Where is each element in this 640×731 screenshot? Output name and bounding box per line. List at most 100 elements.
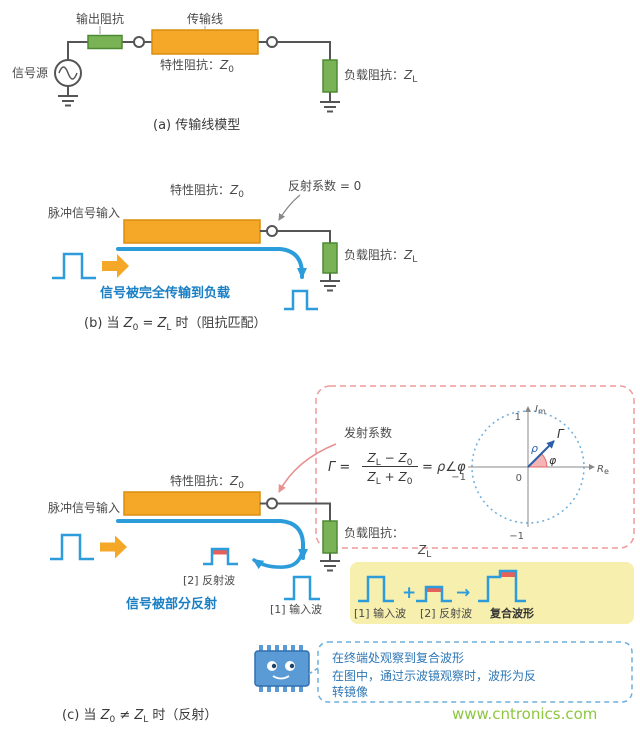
input-wave-pulse-c (284, 575, 320, 601)
char-impedance-label-a: 特性阻抗：Z0 (160, 57, 234, 75)
box-composite-wave (478, 569, 526, 603)
reflection-loop-arrow (252, 541, 305, 570)
chip-pin (259, 645, 263, 653)
load-resistor-c (322, 520, 338, 554)
connector-a-left (133, 36, 145, 48)
chip-pin (299, 645, 303, 653)
load-impedance-label-b: 负载阻抗：ZL (344, 247, 417, 265)
box-reflected-red-cap (426, 587, 442, 592)
transmission-line-c (123, 491, 261, 516)
box-reflected-label: [2] 反射波 (420, 606, 472, 620)
full-transmit-label: 信号被完全传输到负载 (100, 285, 230, 301)
section-b: 特性阻抗：Z0 反射系数 = 0 脉冲信号输入 负载阻抗：ZL 信号被完全传输到… (48, 178, 417, 333)
transmitted-pulse-b (284, 289, 318, 311)
section-a: 输出阻抗 传输线 信号源 特性阻抗：Z0 负载阻抗：ZL (a) 传输线模型 (12, 11, 417, 133)
input-wave-label: [1] 输入波 (270, 602, 322, 616)
load-impedance-label-c: 负载阻抗： (344, 525, 404, 540)
reflected-pulse-c (203, 547, 238, 566)
ground-load-c (320, 560, 340, 572)
box-composite-label: 复合波形 (489, 606, 534, 620)
reflection-coef-pointer-arrow (278, 443, 337, 493)
tick-neg-one-left: −1 (451, 472, 466, 483)
box-input-label: [1] 输入波 (354, 606, 406, 620)
note-bubble-tail (305, 667, 319, 677)
reflection-zero-label: 反射系数 = 0 (288, 178, 361, 193)
load-resistor-b (322, 242, 338, 274)
plus-symbol: + (402, 583, 416, 603)
note-line2: 在图中，通过示波镜观察时，波形为反 (332, 668, 536, 683)
formula-numerator: ZL − Z0 (367, 451, 413, 468)
transmission-line-label-a: 传输线 (187, 11, 223, 26)
note-bubble (317, 641, 633, 703)
chip-pin (267, 645, 271, 653)
composite-highlight-box (350, 562, 634, 624)
caption-b: (b) 当 Z0 = ZL 时（阻抗匹配） (84, 316, 267, 333)
load-impedance-label-a: 负载阻抗：ZL (344, 67, 417, 85)
input-direction-arrow-b (102, 254, 129, 278)
chip-pin (299, 684, 303, 692)
char-impedance-label-c: 特性阻抗：Z0 (170, 473, 244, 491)
caption-a: (a) 传输线模型 (153, 117, 240, 133)
partial-reflect-label: 信号被部分反射 (126, 596, 217, 612)
chip-pin (275, 645, 279, 653)
im-axis-label: Im (535, 404, 546, 416)
connector-a-right (266, 36, 278, 48)
transmission-line-a (151, 29, 259, 55)
chip-pin (283, 645, 287, 653)
input-pulse-b (52, 252, 96, 280)
output-impedance-resistor (87, 34, 123, 50)
connector-c (266, 497, 278, 510)
formula-denominator: ZL + Z0 (367, 470, 413, 487)
phi-label: φ (549, 454, 557, 467)
box-input-wave (358, 575, 394, 603)
sine-wave-icon (58, 66, 78, 80)
signal-flow-arrow-c (116, 519, 308, 560)
chip-smile (272, 675, 290, 680)
reflected-wave-label: [2] 反射波 (183, 573, 235, 587)
chip-pin (259, 684, 263, 692)
box-reflected-wave (416, 585, 452, 603)
rho-label: ρ (531, 442, 538, 455)
chip-pin (267, 684, 271, 692)
output-impedance-label: 输出阻抗 (76, 11, 124, 26)
tick-one-top: 1 (515, 412, 521, 423)
arrow-symbol: → (456, 583, 470, 603)
signal-source-label: 信号源 (12, 66, 48, 80)
chip-pin (275, 684, 279, 692)
box-composite-red-step (500, 571, 516, 577)
gamma-vector-label: Γ (557, 427, 565, 441)
section-c: 发射系数 Γ = ZL − Z0 ZL + Z0 = ρ∠φ Γ ρ φ 1 I… (48, 385, 635, 725)
tick-zero-origin: 0 (516, 473, 522, 484)
ground-source-a (58, 95, 78, 107)
tick-neg-one-bottom: −1 (509, 531, 524, 542)
note-line3: 转镜像 (332, 684, 368, 699)
connector-b (266, 225, 278, 237)
watermark: www.cntronics.com (452, 705, 597, 723)
ground-load-b (320, 280, 340, 292)
chip-pin (291, 645, 295, 653)
formula-rhs: = ρ∠φ (422, 460, 466, 475)
input-pulse-c (50, 533, 94, 561)
gamma-vector (527, 440, 555, 468)
chip-pupil-right (289, 663, 295, 669)
re-axis-label: Re (597, 464, 609, 476)
load-impedance-zl-c: ZL (417, 543, 431, 560)
ground-load-a (320, 101, 340, 113)
transmission-line-b (123, 219, 261, 244)
caption-c: (c) 当 Z0 ≠ ZL 时（反射） (62, 707, 217, 725)
chip-pin (291, 684, 295, 692)
formula-lhs: Γ = (328, 460, 350, 475)
chip-mascot-icon (254, 645, 310, 692)
load-resistor-a (322, 59, 338, 93)
pulse-input-label-c: 脉冲信号输入 (48, 500, 120, 515)
pulse-input-label-b: 脉冲信号输入 (48, 205, 120, 220)
reflection-zero-leader-arrow (278, 194, 301, 221)
char-impedance-label-b: 特性阻抗：Z0 (170, 182, 244, 200)
chip-pupil-left (271, 663, 277, 669)
chip-pin (283, 684, 287, 692)
wires-b (260, 230, 331, 281)
reflection-coef-label: 发射系数 (344, 425, 392, 440)
wires-a (67, 41, 331, 101)
